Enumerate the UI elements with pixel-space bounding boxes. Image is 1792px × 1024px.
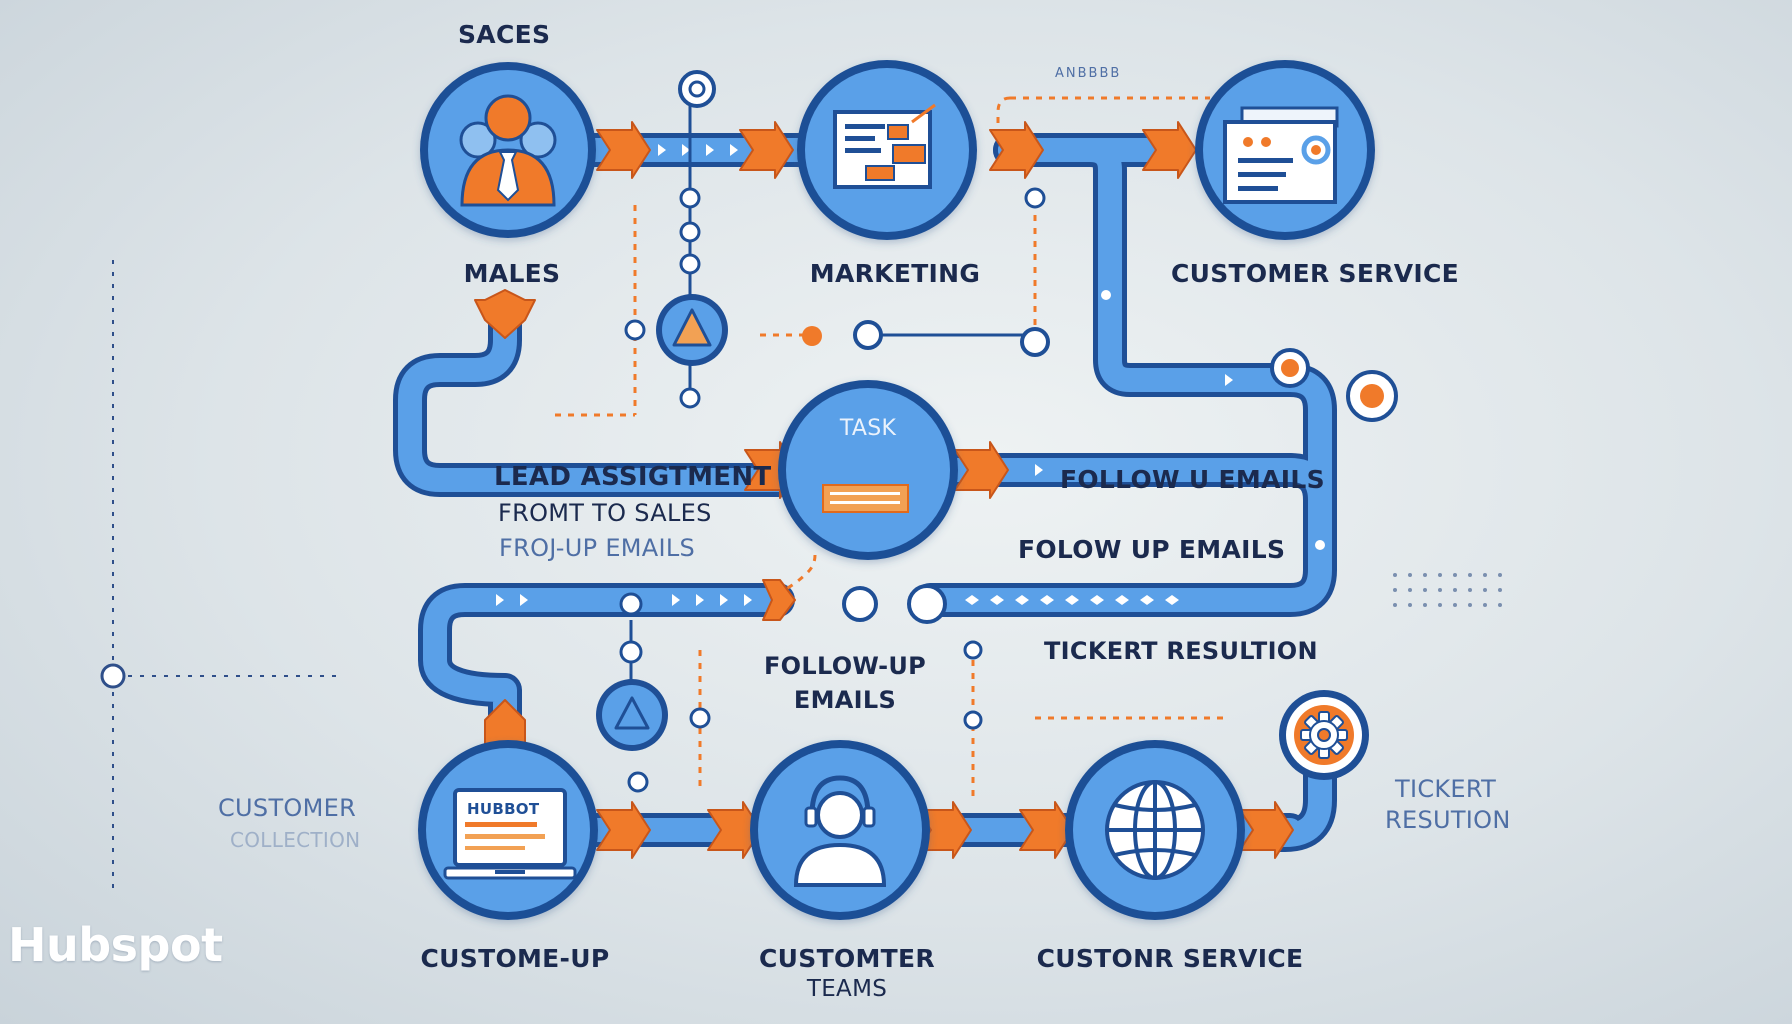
ticket-resolution-mid: TICKERT RESULTION xyxy=(1044,637,1318,665)
orange-dot xyxy=(802,326,822,346)
task-node xyxy=(778,380,958,560)
sales-label: MALES xyxy=(463,259,561,288)
ticket-resolution-side-1: TICKERT xyxy=(1395,775,1497,803)
lead-assignment-label: LEAD ASSIGTMENT xyxy=(494,462,772,492)
follow-up-emails-mid-2: EMAILS xyxy=(793,686,897,714)
ticket-resolution-side-2: RESUTION xyxy=(1385,806,1511,834)
laptop-icon xyxy=(443,788,577,880)
target-node-core xyxy=(688,80,706,98)
customer-teams-label-2: TEAMS xyxy=(806,976,888,1002)
left-guide xyxy=(100,260,340,890)
connector-nodes xyxy=(619,187,1050,793)
businessman-icon xyxy=(459,94,557,207)
customer-collection-label: CUSTOMER xyxy=(218,794,357,822)
customer-collection-label-2: COLLECTION xyxy=(230,828,361,852)
orange-node-core xyxy=(1360,384,1384,408)
gear-icon xyxy=(1300,711,1348,759)
lead-assignment-label-2: FROMT TO SALES xyxy=(498,499,712,527)
customer-teams-label-1: CUSTOMTER xyxy=(759,944,935,973)
follow-up-emails-mid-1: FOLLOW-UP xyxy=(763,652,927,680)
laptop-brand-text: HUBBOT xyxy=(467,800,540,818)
orange-arrows xyxy=(474,121,1294,859)
marketing-label: MARKETING xyxy=(809,259,981,288)
task-label: TASK xyxy=(839,416,897,441)
board-icon xyxy=(833,103,936,189)
brand-logo: Hubspot xyxy=(8,918,223,972)
small-caption: ANBBBB xyxy=(1055,66,1122,81)
custome-up-label: CUSTOME-UP xyxy=(420,944,610,973)
customer-service-label: CUSTOMER SERVICE xyxy=(1170,259,1460,288)
profile-card-icon xyxy=(1223,106,1339,204)
lead-assignment-label-3: FROJ-UP EMAILS xyxy=(499,534,696,562)
dot-grid xyxy=(1393,573,1502,607)
top-left-heading: SACES xyxy=(458,20,551,49)
triangle-icon xyxy=(672,308,712,347)
globe-icon xyxy=(1105,780,1205,880)
support-agent-icon xyxy=(793,775,887,887)
triangle-icon xyxy=(614,696,650,730)
customer-service-bottom-label: CUSTONR SERVICE xyxy=(1036,944,1304,973)
flow-chevrons xyxy=(496,144,1325,606)
orange-node-core xyxy=(1281,359,1299,377)
task-list-icon xyxy=(822,484,909,513)
follow-up-emails-right-1: FOLLOW U EMAILS xyxy=(1060,465,1325,494)
follow-up-emails-right-2: FOLOW UP EMAILS xyxy=(1018,535,1286,564)
